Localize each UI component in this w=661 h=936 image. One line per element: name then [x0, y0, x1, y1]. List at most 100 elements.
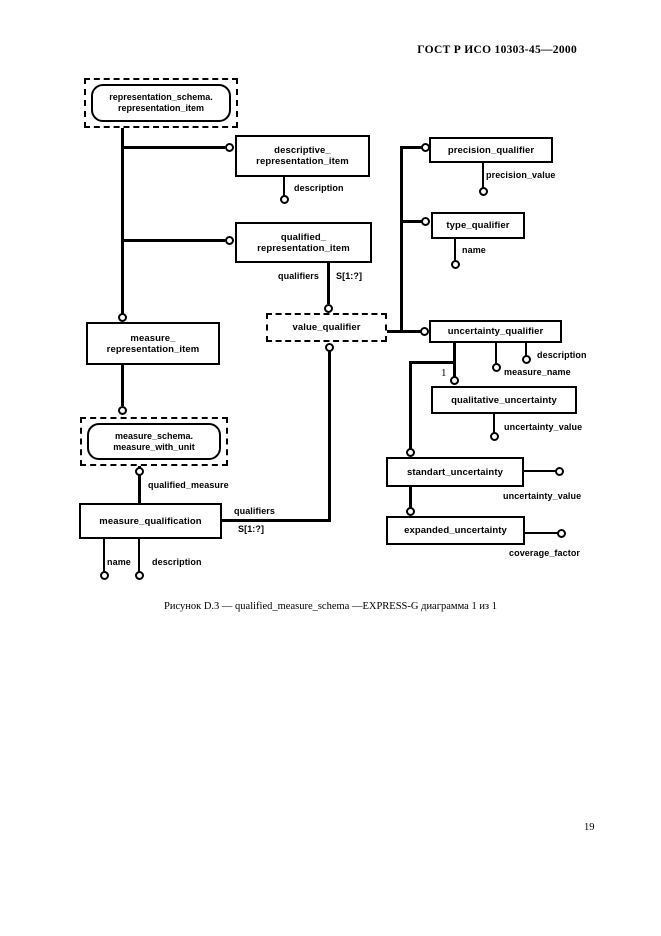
schema-ref-representation: representation_schema. representation_it…: [84, 78, 238, 128]
connector-dri-description: [283, 177, 285, 196]
entity-precision-qualifier: precision_qualifier: [429, 137, 553, 163]
entity-value-qualifier: value_qualifier: [266, 313, 387, 342]
rel-circle-vq-bottom: [325, 343, 334, 352]
connector-precision-branch: [400, 146, 422, 149]
rel-circle-dri-description: [280, 195, 289, 204]
rel-circle-qualified: [225, 236, 234, 245]
connector-qualified-measure: [138, 466, 141, 504]
schema-ref-measure: measure_schema. measure_with_unit: [80, 417, 228, 466]
attr-label-uncertainty-value-st: uncertainty_value: [503, 491, 582, 501]
connector-precision-value: [482, 163, 484, 188]
entity-label: measure_: [130, 332, 176, 344]
entity-label: uncertainty_qualifier: [447, 326, 544, 337]
attr-label-qualifiers-top: qualifiers: [278, 271, 320, 281]
connector-subtype-left-v: [409, 361, 412, 449]
rel-circle-measure-name: [492, 363, 501, 372]
entity-label: standart_uncertainty: [407, 466, 503, 478]
attr-label-uncertainty-value-qu: uncertainty_value: [504, 422, 583, 432]
rel-circle-qualitative: [450, 376, 459, 385]
entity-label: representation_item: [257, 242, 350, 254]
entity-measure-representation-item: measure_ representation_item: [86, 322, 220, 365]
connector-left-rail: [121, 127, 124, 318]
supertype-one-label: 1: [441, 367, 447, 379]
connector-type-name: [454, 238, 456, 262]
entity-label: expanded_uncertainty: [404, 525, 507, 536]
attr-label-qualifiers-bottom: qualifiers: [234, 506, 276, 516]
page-number: 19: [584, 822, 595, 833]
connector-mq-name: [103, 539, 105, 572]
entity-label: value_qualifier: [292, 322, 361, 333]
connector-standart-expanded: [409, 487, 412, 508]
connector-uq-subtype-v: [453, 343, 456, 377]
entity-label: precision_qualifier: [447, 144, 535, 156]
entity-measure-qualification: measure_qualification: [79, 503, 222, 539]
attr-label-precision-value: precision_value: [486, 170, 556, 180]
attr-label-name-type: name: [462, 245, 486, 255]
attr-label-bound-bottom: S[1:?]: [238, 524, 265, 534]
connector-mq-qualifiers-h: [222, 519, 331, 522]
connector-qualitative-value: [493, 414, 495, 433]
entity-label: representation_item: [256, 156, 349, 167]
rel-circle-qu-uncertainty-value: [490, 432, 499, 441]
attr-label-measure-name: measure_name: [504, 367, 571, 377]
rel-circle-measure-rep: [118, 313, 127, 322]
rel-circle-measure-schema: [118, 406, 127, 415]
connector-type-branch: [400, 220, 422, 223]
rel-circle-descriptive: [225, 143, 234, 152]
connector-coverage-factor: [524, 532, 558, 534]
rel-circle-uncertainty: [420, 327, 429, 336]
entity-uncertainty-qualifier: uncertainty_qualifier: [429, 320, 562, 343]
entity-label: type_qualifier: [446, 220, 510, 231]
rel-circle-expanded: [406, 507, 415, 516]
connector-qri-qualifiers: [327, 263, 330, 304]
attr-label-description-uq: description: [537, 350, 587, 360]
attr-label-description-mq: description: [152, 557, 202, 567]
entity-qualitative-uncertainty: qualitative_uncertainty: [431, 386, 577, 414]
rel-circle-mq-name: [100, 571, 109, 580]
connector-uq-description: [525, 343, 527, 356]
figure-caption: Рисунок D.3 — qualified_measure_schema —…: [164, 601, 497, 612]
connector-mq-qualifiers-v: [328, 350, 331, 522]
connector-descriptive-branch: [121, 146, 225, 149]
schema-ref-measure-line2: measure_with_unit: [113, 441, 195, 452]
connector-measure-rep-to-schema: [121, 365, 124, 406]
connector-value-to-uncertainty: [387, 330, 422, 333]
connector-qualified-branch: [121, 239, 225, 242]
rel-circle-qualified-measure: [135, 467, 144, 476]
entity-expanded-uncertainty: expanded_uncertainty: [386, 516, 525, 545]
schema-ref-measure-line1: measure_schema.: [114, 430, 194, 441]
attr-label-description-dri: description: [294, 183, 344, 193]
entity-type-qualifier: type_qualifier: [431, 212, 525, 239]
rel-circle-st-uncertainty-value: [555, 467, 564, 476]
schema-ref-representation-inner: representation_schema. representation_it…: [91, 84, 231, 122]
rel-circle-standart: [406, 448, 415, 457]
rel-circle-type-name: [451, 260, 460, 269]
rel-circle-mq-description: [135, 571, 144, 580]
schema-ref-representation-line2: representation_item: [117, 103, 205, 113]
entity-label: descriptive_: [274, 145, 331, 156]
entity-label: qualitative_uncertainty: [451, 394, 557, 406]
entity-label: qualified_: [280, 231, 327, 243]
connector-subtype-h: [409, 361, 456, 364]
attr-label-name-mq: name: [107, 557, 131, 567]
schema-ref-representation-line1: representation_schema.: [109, 92, 213, 102]
connector-mq-description: [138, 539, 140, 572]
connector-standart-value: [524, 470, 556, 472]
entity-descriptive-representation-item: descriptive_ representation_item: [235, 135, 370, 177]
entity-qualified-representation-item: qualified_ representation_item: [235, 222, 372, 263]
entity-standart-uncertainty: standart_uncertainty: [386, 457, 524, 487]
attr-label-coverage-factor: coverage_factor: [509, 548, 581, 558]
attr-label-bound-top: S[1:?]: [336, 271, 363, 281]
rel-circle-type: [421, 217, 430, 226]
connector-uq-measure-name: [495, 343, 497, 364]
entity-label: measure_qualification: [99, 515, 202, 527]
rel-circle-precision-value: [479, 187, 488, 196]
connector-right-rail: [400, 146, 403, 333]
rel-circle-vq-top: [324, 304, 333, 313]
rel-circle-uq-description: [522, 355, 531, 364]
entity-label: representation_item: [106, 343, 200, 355]
rel-circle-coverage-factor: [557, 529, 566, 538]
page-header: ГОСТ Р ИСО 10303-45—2000: [417, 44, 577, 56]
schema-ref-measure-inner: measure_schema. measure_with_unit: [87, 423, 221, 460]
